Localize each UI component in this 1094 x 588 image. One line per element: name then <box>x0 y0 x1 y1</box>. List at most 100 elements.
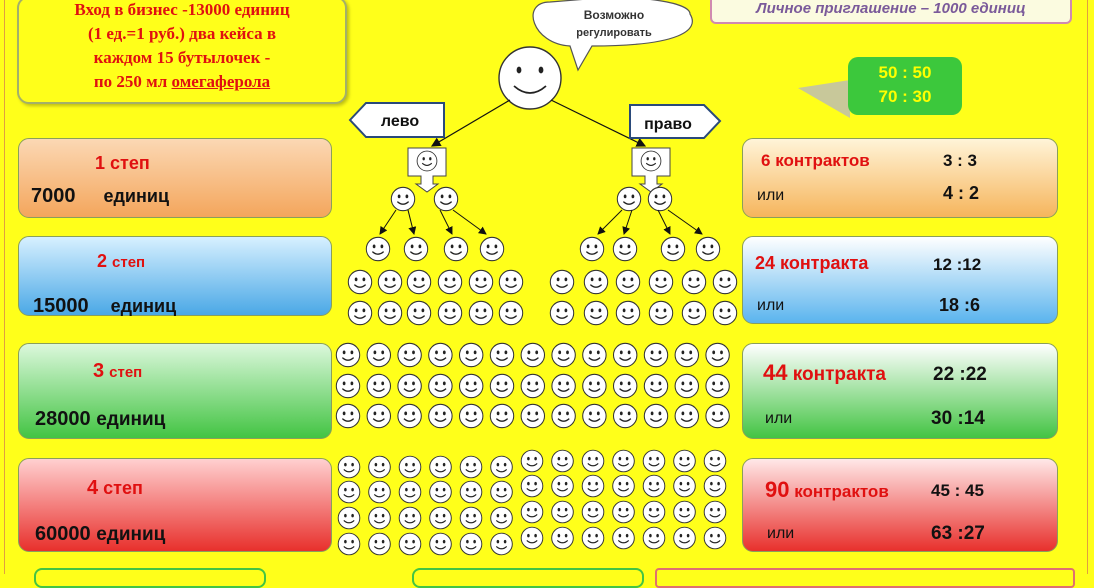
smiley-icon <box>673 526 696 550</box>
smiley-icon <box>703 449 727 473</box>
step-3-label: степ <box>109 364 143 381</box>
smiley-icon <box>490 455 513 479</box>
smiley-icon <box>397 373 422 399</box>
smiley-icon <box>368 480 391 504</box>
step-4-unit: единиц <box>96 524 166 545</box>
smiley-icon <box>377 300 403 326</box>
entry-info-box: Вход в бизнес -13000 единиц (1 ед.=1 руб… <box>17 0 347 104</box>
smiley-icon <box>551 526 574 550</box>
smiley-icon <box>397 403 422 429</box>
contract-3-count: 44 <box>763 360 788 385</box>
smiley-icon <box>520 474 544 498</box>
smiley-icon <box>459 480 483 504</box>
smiley-icon <box>437 269 463 295</box>
smiley-icon <box>429 455 452 479</box>
smiley-icon <box>551 474 574 498</box>
step-4-amount: 60000 <box>35 523 91 545</box>
smiley-icon <box>660 236 686 262</box>
contract-1-count: 6 <box>761 151 771 170</box>
contract-2-word: контракта <box>780 253 869 273</box>
smiley-icon <box>366 373 392 399</box>
smiley-icon <box>490 532 513 556</box>
right-branch-arrow: право <box>629 104 722 139</box>
tree-connector <box>452 209 487 235</box>
invite-box: Личное приглашение – 1000 единиц <box>710 0 1072 24</box>
tree-connector <box>667 209 703 235</box>
smiley-icon <box>498 269 524 295</box>
smiley-icon <box>582 403 607 429</box>
smiley-icon <box>398 480 422 504</box>
smiley-icon <box>674 342 700 368</box>
smiley-icon <box>489 342 515 368</box>
smiley-icon <box>581 526 605 550</box>
smiley-icon <box>458 373 484 399</box>
smiley-icon <box>612 500 635 524</box>
smiley-icon <box>347 269 373 295</box>
contract-1-split-2: 4 : 2 <box>943 183 980 203</box>
contract-2-split-1: 12 :12 <box>933 255 982 274</box>
smiley-icon <box>551 373 576 399</box>
smiley-icon <box>498 300 524 326</box>
sponsor-smiley-icon <box>498 46 562 110</box>
smiley-icon <box>406 269 432 295</box>
smiley-icon <box>551 342 576 368</box>
product-name: омегаферола <box>171 72 271 91</box>
entry-line-4-prefix: по 250 мл <box>93 72 172 91</box>
speech-bubble: Возможно регулировать <box>532 0 693 72</box>
smiley-icon <box>337 480 361 504</box>
smiley-icon <box>437 300 463 326</box>
smiley-icon <box>479 236 505 262</box>
smiley-icon <box>347 300 373 326</box>
smiley-icon <box>612 474 635 498</box>
step-2-unit: единиц <box>110 296 177 316</box>
smiley-icon <box>582 342 607 368</box>
tree-lines <box>379 209 703 235</box>
left-branch-arrow: лево <box>348 102 445 138</box>
smiley-icon <box>643 403 669 429</box>
smiley-icon <box>612 526 635 550</box>
smiley-icon <box>579 236 605 262</box>
smiley-icon <box>673 449 696 473</box>
smiley-icon <box>673 500 696 524</box>
step-2-number: 2 <box>97 251 108 271</box>
contract-1-title: 6 контрактов <box>761 151 870 171</box>
smiley-icon <box>398 506 422 530</box>
smiley-icon <box>703 526 727 550</box>
entry-line-4: по 250 мл омегаферола <box>19 70 345 94</box>
smiley-icon <box>703 474 727 498</box>
step-3-number: 3 <box>93 360 105 382</box>
smiley-icon <box>377 269 403 295</box>
smiley-icon <box>673 474 696 498</box>
smiley-icon <box>703 500 727 524</box>
contract-4-box: 90 контрактов 45 : 45 или 63 :27 <box>742 458 1058 552</box>
smiley-icon <box>337 455 361 479</box>
right-border-line <box>1087 0 1088 574</box>
contract-4-word: контрактов <box>794 482 889 501</box>
step-4-label: степ <box>103 478 143 498</box>
smiley-icon <box>648 269 674 295</box>
smiley-icon <box>335 373 361 399</box>
ratio-box-shadow <box>798 80 850 118</box>
step-2-label: степ <box>112 254 146 271</box>
step-3-unit: единиц <box>96 409 166 430</box>
smiley-icon <box>489 373 515 399</box>
smiley-icon <box>459 455 483 479</box>
smileys-layer <box>335 150 738 556</box>
smiley-icon <box>648 300 674 326</box>
tree-connector <box>597 209 623 235</box>
smiley-icon <box>428 342 453 368</box>
tree-connector <box>657 209 671 235</box>
contract-1-word: контрактов <box>775 151 870 170</box>
smiley-icon <box>459 506 483 530</box>
smiley-icon <box>616 186 642 212</box>
contract-3-title: 44 контракта <box>763 360 886 386</box>
contract-4-split-2: 63 :27 <box>931 523 985 544</box>
smiley-icon <box>612 342 638 368</box>
smiley-icon <box>674 373 700 399</box>
smiley-icon <box>366 403 392 429</box>
smiley-icon <box>615 269 641 295</box>
smiley-icon <box>582 373 607 399</box>
smiley-icon <box>551 449 574 473</box>
smiley-icon <box>489 403 515 429</box>
